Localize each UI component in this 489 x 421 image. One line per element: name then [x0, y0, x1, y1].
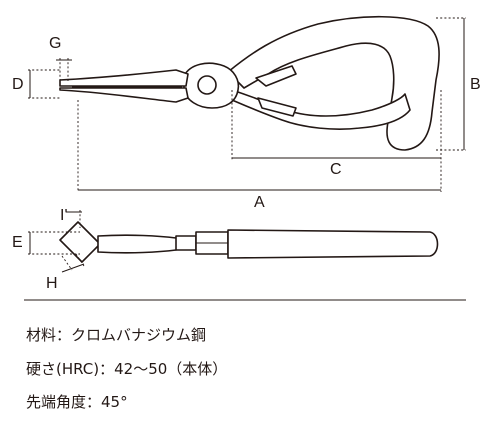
pivot-rivet	[197, 75, 217, 95]
label-d: D	[12, 76, 24, 93]
upper-jaw	[59, 69, 189, 87]
label-g: G	[49, 35, 62, 52]
label-c: C	[330, 161, 342, 178]
pliers-top-view	[59, 15, 440, 151]
label-h: H	[46, 275, 58, 292]
label-a: A	[254, 194, 265, 211]
top-dimension-lines	[28, 17, 466, 192]
label-i-prime: I'	[60, 207, 68, 224]
side-joint	[175, 235, 197, 251]
label-b: B	[470, 76, 481, 93]
spring	[255, 65, 297, 117]
side-nose	[97, 234, 187, 254]
spec-hardness: 硬さ(HRC)：42〜50（本体）	[26, 360, 228, 378]
spec-tip-angle: 先端角度：45°	[26, 393, 128, 411]
side-dimension-lines	[28, 210, 85, 273]
side-handle	[227, 229, 439, 259]
lower-handle	[231, 89, 411, 130]
label-e: E	[12, 234, 23, 251]
lower-jaw	[59, 87, 189, 103]
spec-material: 材料：クロムバナジウム鋼	[26, 326, 207, 344]
pliers-side-view	[59, 221, 439, 263]
upper-handle	[227, 15, 440, 151]
